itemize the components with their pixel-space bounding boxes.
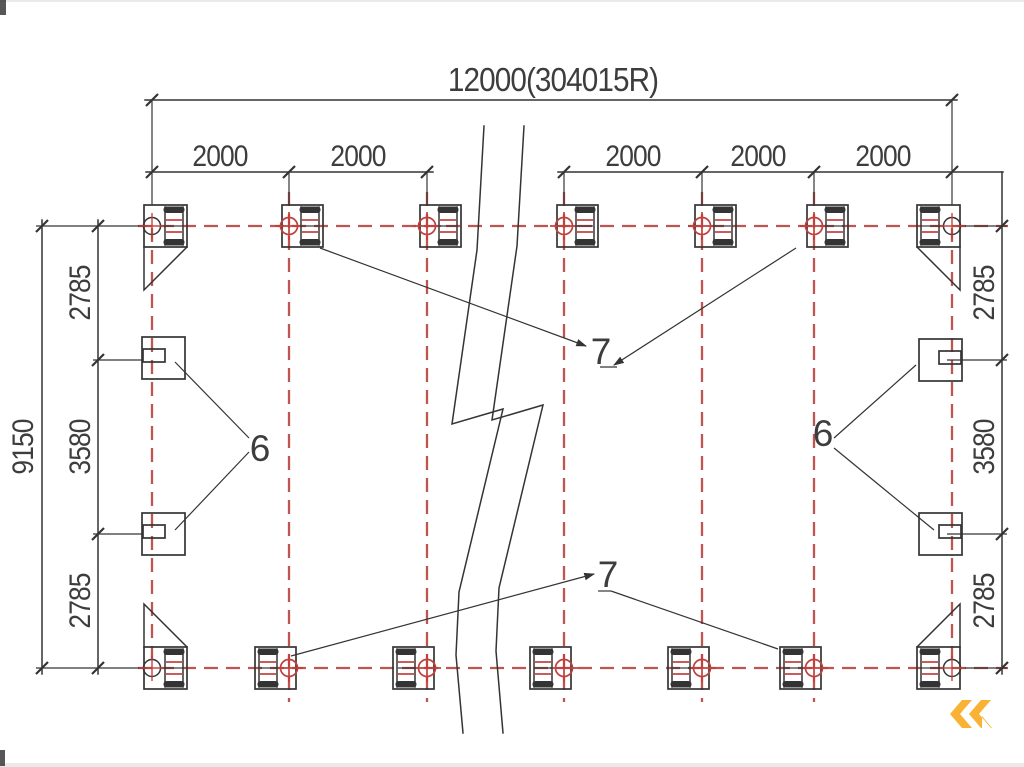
scan-speck-bottom-left [0,750,5,766]
anchor-plate-bottom-right-corner [917,604,965,689]
dimension-texts: 12000(304015R) 2000 2000 2000 2000 2000 … [5,62,1000,629]
anchor-plate-bottom-6 [780,647,828,689]
leader-top-7-left [319,247,588,347]
callout-6-right: 6 [813,413,834,454]
leader-left-6-upper [174,361,250,439]
bay-dimension-text-4: 2000 [730,138,785,172]
anchor-plate-top-4 [550,205,598,247]
leader-right-6-upper [833,364,917,439]
leader-lines [174,247,935,657]
anchor-plate-top-2 [275,205,323,247]
break-line-right [491,125,545,734]
leader-bottom-7-right [610,590,779,650]
leader-right-6-lower [833,447,935,531]
break-lines [451,125,545,734]
anchor-plate-top-left-corner [139,205,187,290]
scan-speck-top-left [0,0,6,15]
left-segment-text-3: 2785 [62,573,96,628]
anchor-plate-top-6 [800,205,848,247]
anchor-row-top [139,205,965,290]
bay-dimension-text-5: 2000 [855,138,910,172]
wall-anchor-left-lower [141,512,186,556]
callout-7-top: 7 [591,331,612,372]
overall-dimension-text: 12000(304015R) [448,62,658,99]
anchor-plate-bottom-3 [393,647,441,689]
anchor-row-bottom [139,604,965,689]
leader-left-6-lower [174,451,250,531]
bay-dimension-text-2: 2000 [330,138,385,172]
leader-bottom-7-left [290,572,596,657]
leader-top-7-right [613,247,797,366]
right-segment-text-1: 2785 [966,265,1000,320]
right-segment-text-2: 3580 [966,419,1000,474]
callout-6-left: 6 [250,428,271,469]
anchor-plate-bottom-2 [255,647,303,689]
dimension-lines [34,92,1010,676]
scan-edge-top [0,0,1024,2]
callout-7-bottom: 7 [598,554,619,595]
scan-edge-bottom [0,763,1024,767]
left-segment-text-2: 3580 [62,419,96,474]
break-line-left [451,125,505,734]
anchor-plate-bottom-left-corner [139,604,187,689]
right-segment-text-3: 2785 [966,573,1000,628]
double-left-chevron-logo-icon [950,700,992,728]
anchor-plate-top-3 [413,205,461,247]
anchor-plate-top-5 [688,205,736,247]
left-overall-dimension-text: 9150 [5,419,39,474]
anchor-plate-bottom-4 [530,647,578,689]
left-segment-text-1: 2785 [62,265,96,320]
bay-dimension-text-1: 2000 [192,138,247,172]
bay-dimension-text-3: 2000 [605,138,660,172]
anchor-plate-bottom-5 [668,647,716,689]
anchor-plate-top-right-corner [917,205,965,290]
wall-anchor-left-upper [141,336,186,380]
